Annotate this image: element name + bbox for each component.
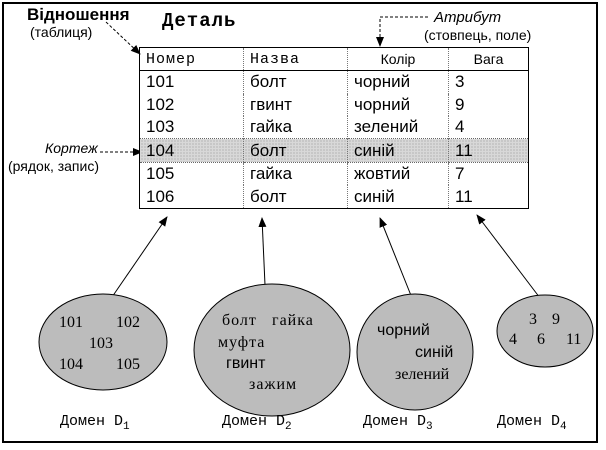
domain-1-value: 104 <box>59 356 83 373</box>
table-cell: 102 <box>146 94 175 114</box>
tuple-sublabel: (рядок, запис) <box>8 158 99 174</box>
domain-1-value: 101 <box>59 314 83 331</box>
table-row: 102 гвинт чорний 9 <box>140 93 529 116</box>
table-cell: гвинт <box>243 93 348 116</box>
domain-1-value: 102 <box>116 314 140 331</box>
tuple-label: Кортеж <box>45 140 98 156</box>
table-cell: синій <box>347 185 449 209</box>
table-row: 103 гайка зелений 4 <box>140 115 529 139</box>
table-row: 101 болт чорний 3 <box>140 70 529 94</box>
domain-1-value: 103 <box>89 335 113 352</box>
column-header-number: Номер <box>139 47 244 71</box>
table-header-row: Номер Назва Колір Вага <box>139 47 529 71</box>
table-cell: гайка <box>243 115 348 139</box>
domain-4-value: 9 <box>552 311 560 328</box>
domain-2-value: гайка <box>272 312 314 329</box>
table-cell: 106 <box>146 186 175 206</box>
table-cell: 101 <box>146 72 175 92</box>
domain-4-value: 3 <box>529 311 537 328</box>
table-cell: 103 <box>146 117 175 137</box>
table-cell: зелений <box>347 115 449 139</box>
table-cell: синій <box>347 138 449 163</box>
attribute-label: Атрибут <box>434 9 502 26</box>
table-row: 106 болт синій 11 <box>140 185 529 209</box>
table-row: 105 гайка жовтий 7 <box>140 162 529 186</box>
table-cell: 7 <box>448 162 529 186</box>
domain-2-value: гвинт <box>226 355 266 372</box>
relation-label: Відношення <box>27 5 130 24</box>
table-cell: 9 <box>448 93 529 116</box>
domain-1-value: 105 <box>116 356 140 373</box>
domain-3-value: зелений <box>395 366 450 383</box>
column-header-color: Колір <box>347 47 449 71</box>
table-cell: жовтий <box>347 162 449 186</box>
domain-2-value: зажим <box>249 376 298 393</box>
table-row-highlighted-tuple: 104 болт синій 11 <box>139 138 529 163</box>
table-cell: 11 <box>448 138 529 163</box>
table-cell: 104 <box>139 138 244 163</box>
column-header-name: Назва <box>243 47 348 71</box>
table-cell: болт <box>243 185 348 209</box>
column-header-weight: Вага <box>448 47 529 71</box>
table-cell: чорний <box>347 93 449 116</box>
table-cell: 3 <box>448 70 529 94</box>
domain-4-caption: Домен D4 <box>497 413 567 433</box>
domain-4-value: 4 <box>509 331 517 348</box>
table-cell: 105 <box>146 164 175 184</box>
table-title: Деталь <box>162 10 237 32</box>
domain-2-caption: Домен D2 <box>222 413 292 433</box>
relation-table: Номер Назва Колір Вага 101 болт чорний 3… <box>139 47 529 209</box>
table-cell: 4 <box>448 115 529 139</box>
attribute-sublabel: (стовпець, поле) <box>424 27 532 43</box>
domain-3-value: синій <box>415 344 454 361</box>
table-cell: гайка <box>243 162 348 186</box>
domain-4-value: 6 <box>537 331 545 348</box>
table-cell: 11 <box>448 185 529 209</box>
relation-sublabel: (таблиця) <box>30 24 93 40</box>
domain-3-caption: Домен D3 <box>363 413 433 433</box>
domain-4-value: 11 <box>566 331 582 348</box>
domain-3-value: чорний <box>377 322 430 339</box>
domain-1-caption: Домен D1 <box>60 413 130 433</box>
domain-2-value: болт <box>222 312 257 329</box>
table-cell: чорний <box>347 70 449 94</box>
domain-2-value: муфта <box>218 334 266 351</box>
table-cell: болт <box>243 138 348 163</box>
table-cell: болт <box>243 70 348 94</box>
